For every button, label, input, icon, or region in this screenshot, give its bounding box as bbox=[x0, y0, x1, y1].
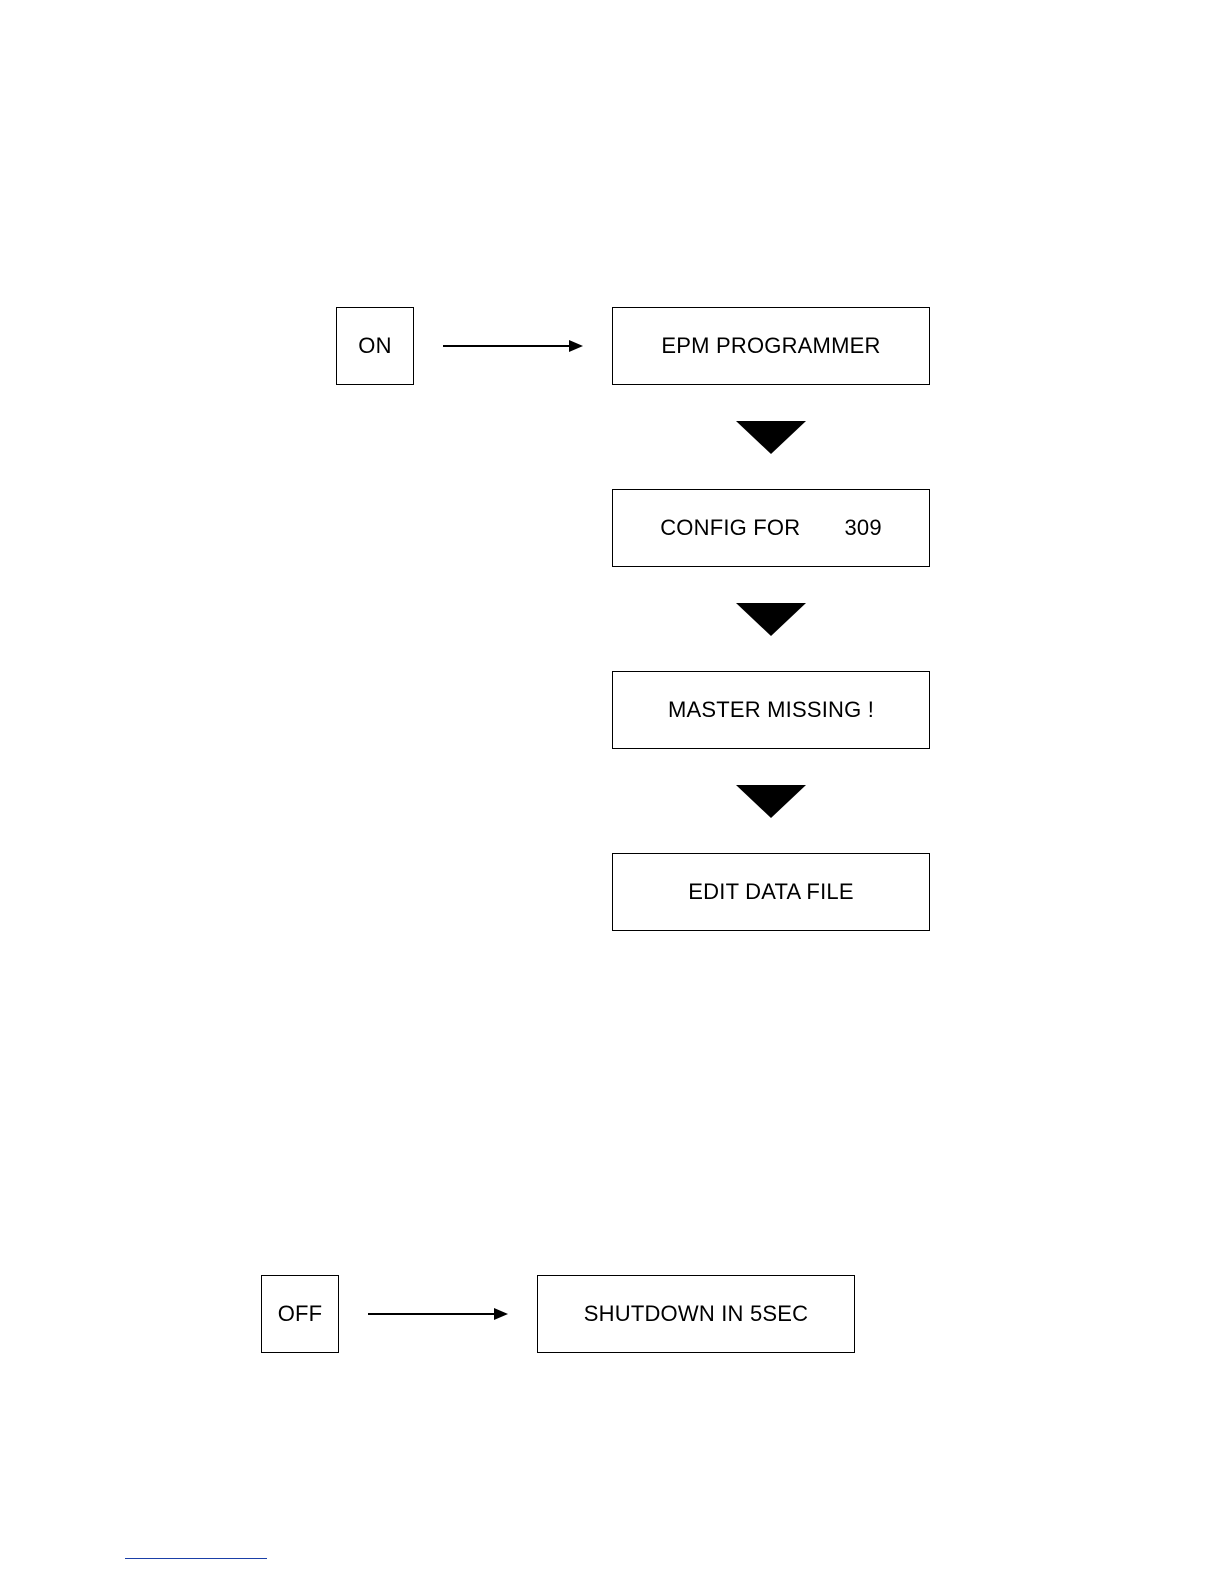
off-box: OFF bbox=[261, 1275, 339, 1353]
on-label: ON bbox=[358, 333, 391, 359]
down-arrow-3 bbox=[736, 785, 806, 818]
step-label: EDIT DATA FILE bbox=[688, 879, 853, 905]
shutdown-label: SHUTDOWN IN 5SEC bbox=[584, 1301, 808, 1327]
down-arrow-2 bbox=[736, 603, 806, 636]
arrow-off-to-shutdown bbox=[368, 1307, 508, 1321]
on-box: ON bbox=[336, 307, 414, 385]
step-label: CONFIG FOR 309 bbox=[660, 515, 882, 541]
step-box-edit-data-file: EDIT DATA FILE bbox=[612, 853, 930, 931]
step-box-config-for: CONFIG FOR 309 bbox=[612, 489, 930, 567]
footnote-rule bbox=[125, 1558, 267, 1559]
shutdown-box: SHUTDOWN IN 5SEC bbox=[537, 1275, 855, 1353]
off-label: OFF bbox=[278, 1301, 323, 1327]
step-box-master-missing: MASTER MISSING ! bbox=[612, 671, 930, 749]
step-box-epm-programmer: EPM PROGRAMMER bbox=[612, 307, 930, 385]
down-arrow-1 bbox=[736, 421, 806, 454]
arrow-on-to-epm-programmer bbox=[443, 339, 583, 353]
step-label: MASTER MISSING ! bbox=[668, 697, 874, 723]
step-label: EPM PROGRAMMER bbox=[661, 333, 880, 359]
